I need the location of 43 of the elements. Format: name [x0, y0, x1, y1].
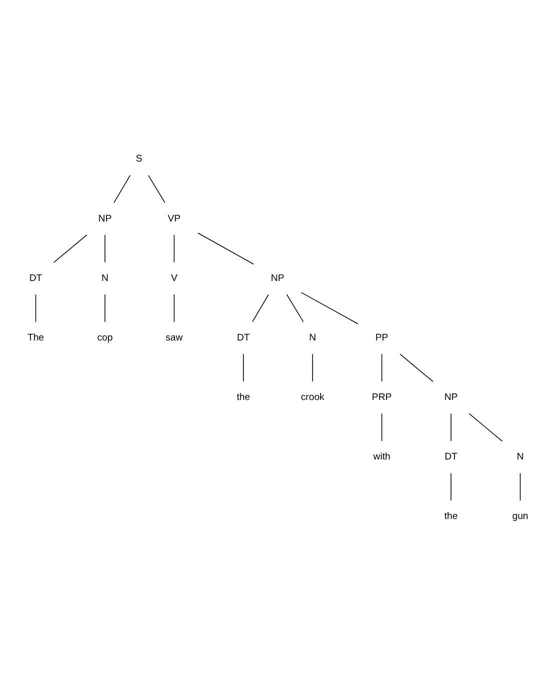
connector [148, 174, 166, 204]
node-text: NP [98, 213, 112, 224]
connector [104, 234, 106, 263]
node-text: VP [168, 213, 181, 224]
connector [53, 234, 88, 263]
connector [468, 413, 503, 442]
node-text: N [516, 452, 524, 463]
node-text: the [236, 392, 250, 404]
connector [300, 292, 358, 324]
node-text: DT [29, 272, 42, 284]
node-text: DT [236, 332, 250, 344]
connector [381, 354, 382, 382]
node-text: PRP [372, 392, 392, 404]
connector [286, 294, 304, 322]
node-text: PP [375, 332, 388, 344]
connector [252, 294, 269, 322]
connector [198, 232, 254, 265]
connector [104, 294, 106, 322]
connector [35, 294, 36, 322]
connector [243, 354, 244, 382]
connector [381, 413, 382, 442]
node-text: V [170, 272, 178, 284]
node-text: cop [97, 332, 113, 344]
connector [450, 413, 452, 442]
connector [450, 472, 452, 501]
connector [174, 234, 175, 263]
node-text: with [373, 452, 390, 463]
connector [312, 354, 313, 382]
node-text: The [27, 332, 44, 344]
node-text: DT [444, 452, 458, 463]
node-text: crook [300, 392, 324, 404]
connector [114, 174, 131, 204]
node-text: gun [512, 511, 528, 522]
node-text: N [309, 332, 316, 344]
connector [174, 294, 175, 322]
node-text: NP [444, 392, 458, 404]
node-text: the [444, 511, 458, 522]
connector [400, 354, 434, 382]
node-text: S [136, 154, 142, 165]
node-text: saw [166, 332, 183, 344]
node-text: NP [270, 272, 284, 284]
connector [520, 472, 521, 501]
node-text: N [101, 272, 108, 284]
